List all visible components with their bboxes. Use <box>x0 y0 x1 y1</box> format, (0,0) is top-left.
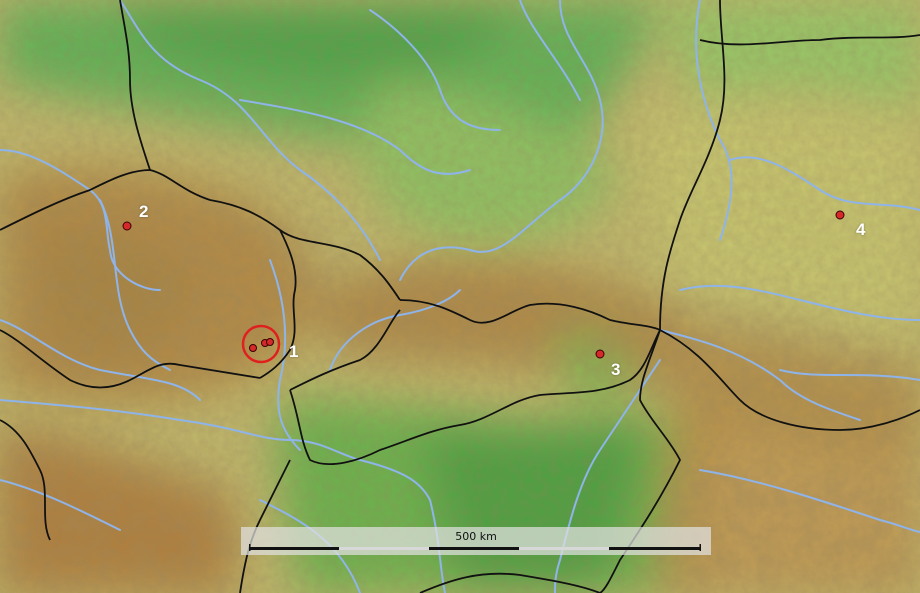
border-hungary-romania <box>599 329 681 593</box>
site-1-label: 1 <box>289 342 299 361</box>
river-tisza <box>554 359 661 593</box>
river-vltava <box>99 199 171 371</box>
river-danube <box>0 399 446 593</box>
scale-bar-label: 500 km <box>455 530 497 543</box>
site-1-marker-a[interactable] <box>249 344 257 352</box>
river-oder <box>119 0 381 261</box>
border-czech-north <box>0 169 401 301</box>
site-3-label: 3 <box>611 360 621 379</box>
river-vah <box>329 289 461 371</box>
site-markers <box>122 210 845 364</box>
border-poland-belarus <box>699 34 920 46</box>
site-2-marker[interactable] <box>122 221 132 231</box>
border-hungary-serbia <box>419 572 601 593</box>
site-4-marker[interactable] <box>835 210 845 220</box>
river-warta <box>239 99 471 175</box>
border-czech-austria <box>259 229 297 379</box>
river-south-b <box>0 479 121 531</box>
site-4-label: 4 <box>856 220 866 239</box>
site-1-highlight-ring <box>241 324 281 364</box>
border-slovakia-poland <box>399 299 661 331</box>
site-2-label: 2 <box>139 202 149 221</box>
river-bug <box>695 0 733 241</box>
border-west-a <box>0 419 51 541</box>
border-poland-ukraine <box>659 0 726 331</box>
river-morava <box>269 259 301 451</box>
river-danube-upper <box>0 319 201 401</box>
scale-bar: 500 km <box>241 527 711 555</box>
site-3-marker[interactable] <box>595 349 605 359</box>
river-east-b <box>679 284 920 321</box>
border-austria-hungary <box>239 459 291 593</box>
river-north-a <box>369 9 501 131</box>
border-czech-south <box>0 329 261 389</box>
river-east-a <box>729 156 920 211</box>
border-germany-poland <box>119 0 151 171</box>
river-east-d <box>699 469 920 533</box>
scale-bar-ruler <box>249 544 701 551</box>
border-slovakia-hungary <box>289 309 661 465</box>
river-vistula-lower <box>519 0 581 101</box>
border-ukraine-romania <box>659 329 920 431</box>
river-east-c <box>779 369 920 381</box>
site-1-marker-c[interactable] <box>266 338 274 346</box>
river-tisza-upper <box>659 329 861 421</box>
river-vistula <box>399 0 604 281</box>
